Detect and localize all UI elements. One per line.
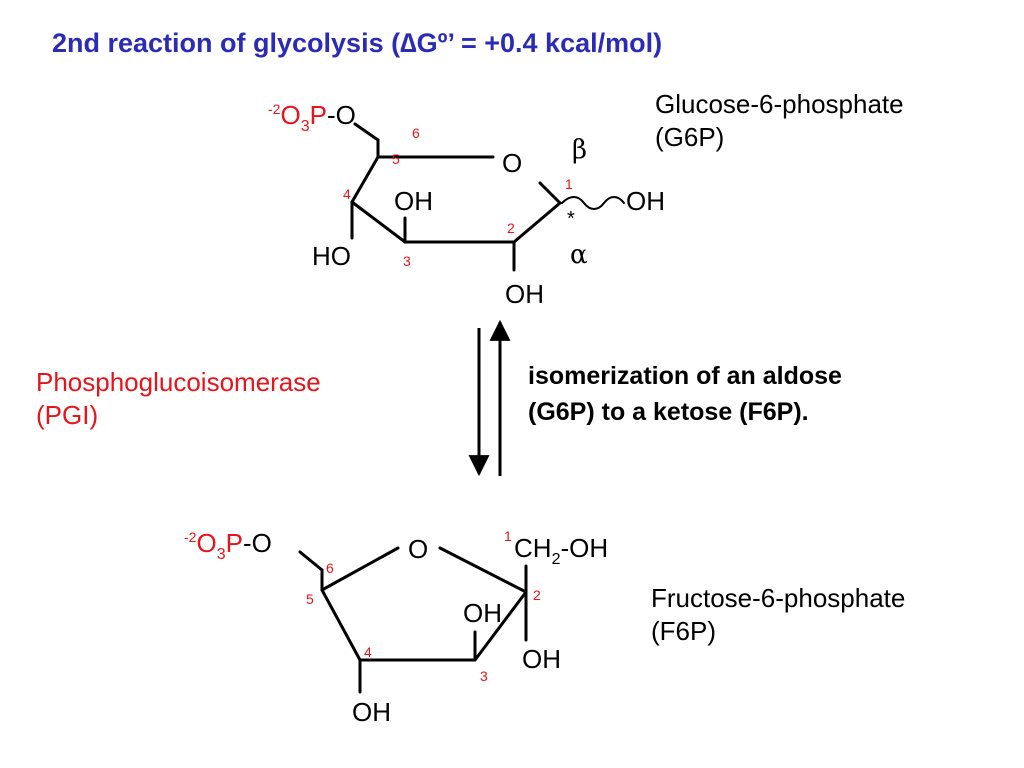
g6p-name: Glucose-6-phosphate (G6P): [655, 88, 904, 154]
f6p-num-c2: 2: [533, 587, 541, 603]
g6p-phosphate-p: P: [310, 100, 327, 130]
f6p-bond-c6-o: [298, 550, 324, 572]
f6p-num-c4: 4: [364, 644, 372, 660]
f6p-structure: -2O3P-O O 1 CH2-OH OH OH OH 6 5 4 3 2: [184, 528, 608, 727]
g6p-num-c2: 2: [507, 220, 515, 236]
g6p-phosphate-charge: -2: [268, 101, 281, 117]
f6p-num-c1: 1: [504, 528, 512, 544]
g6p-alpha-label: α: [570, 240, 588, 270]
enzyme-name-line2: (PGI): [36, 400, 99, 430]
f6p-phosphate-group: -2O3P-O: [184, 528, 272, 563]
f6p-ch2oh-group: CH2-OH: [514, 533, 608, 568]
g6p-c4-ho: HO: [312, 241, 351, 271]
f6p-phosphate-link: -O: [243, 528, 272, 558]
f6p-phosphate-o: O: [196, 528, 216, 558]
g6p-structure: -2O3P-O O OH HO OH OH 6 5 4 3 2 1 β α *: [268, 100, 665, 309]
g6p-num-c4: 4: [343, 186, 351, 202]
g6p-name-line1: Glucose-6-phosphate: [655, 89, 904, 119]
g6p-anomeric-mark: *: [567, 208, 575, 230]
f6p-name-line2: (F6P): [651, 616, 716, 646]
reaction-description-line2: (G6P) to a ketose (F6P).: [528, 398, 809, 426]
f6p-name-line1: Fructose-6-phosphate: [651, 583, 906, 613]
g6p-c1-oh: OH: [626, 186, 665, 216]
f6p-bond-c5-o: [320, 546, 400, 592]
g6p-wavy-bond: [561, 196, 625, 210]
g6p-num-c3: 3: [403, 253, 411, 269]
f6p-num-c6: 6: [326, 560, 334, 576]
g6p-c2-oh: OH: [505, 279, 544, 309]
g6p-c4-oh: OH: [394, 186, 433, 216]
f6p-ch2oh-ch: CH: [514, 533, 552, 563]
g6p-num-c6: 6: [412, 125, 420, 141]
f6p-bond-c2-c3: [473, 590, 528, 662]
f6p-ring-oxygen: O: [408, 534, 428, 564]
g6p-bond-c1-c2: [512, 201, 562, 244]
f6p-name: Fructose-6-phosphate (F6P): [651, 582, 905, 648]
reaction-description: isomerization of an aldose (G6P) to a ke…: [528, 358, 842, 430]
f6p-ch2oh-oh: -OH: [560, 533, 608, 563]
g6p-phosphate-group: -2O3P-O: [268, 100, 356, 135]
g6p-ring-bonds: [350, 122, 625, 272]
g6p-bond-c6-o: [353, 122, 380, 142]
f6p-phosphate-p: P: [226, 528, 243, 558]
g6p-ring-oxygen: O: [502, 148, 522, 178]
f6p-bond-c4-c5: [320, 588, 362, 662]
f6p-c3-oh: OH: [463, 598, 502, 628]
g6p-beta-label: β: [572, 135, 587, 165]
f6p-bond-o-c2: [438, 546, 528, 594]
g6p-phosphate-sub: 3: [301, 118, 310, 135]
f6p-phosphate-charge: -2: [184, 529, 197, 545]
reaction-description-line1: isomerization of an aldose: [528, 362, 842, 390]
g6p-phosphate-o: O: [280, 100, 300, 130]
g6p-phosphate-link: -O: [327, 100, 356, 130]
f6p-ring-bonds: [298, 546, 528, 694]
g6p-num-c5: 5: [392, 151, 400, 167]
f6p-num-c5: 5: [306, 591, 314, 607]
enzyme-name: Phosphoglucoisomerase (PGI): [36, 366, 321, 432]
f6p-num-c3: 3: [480, 668, 488, 684]
f6p-phosphate-sub: 3: [217, 546, 226, 563]
g6p-bond-c4-c5: [350, 155, 380, 204]
g6p-num-c1: 1: [565, 176, 573, 192]
f6p-c2-oh: OH: [522, 644, 561, 674]
g6p-bond-o-c1: [538, 181, 562, 205]
f6p-ch2oh-sub: 2: [552, 551, 561, 568]
g6p-name-line2: (G6P): [655, 122, 725, 152]
slide-title: 2nd reaction of glycolysis (∆Gº’ = +0.4 …: [52, 28, 663, 58]
equilibrium-arrows: [468, 319, 511, 477]
enzyme-name-line1: Phosphoglucoisomerase: [36, 367, 321, 397]
g6p-bond-c3-c4: [350, 200, 407, 244]
f6p-c4-oh: OH: [352, 697, 391, 727]
